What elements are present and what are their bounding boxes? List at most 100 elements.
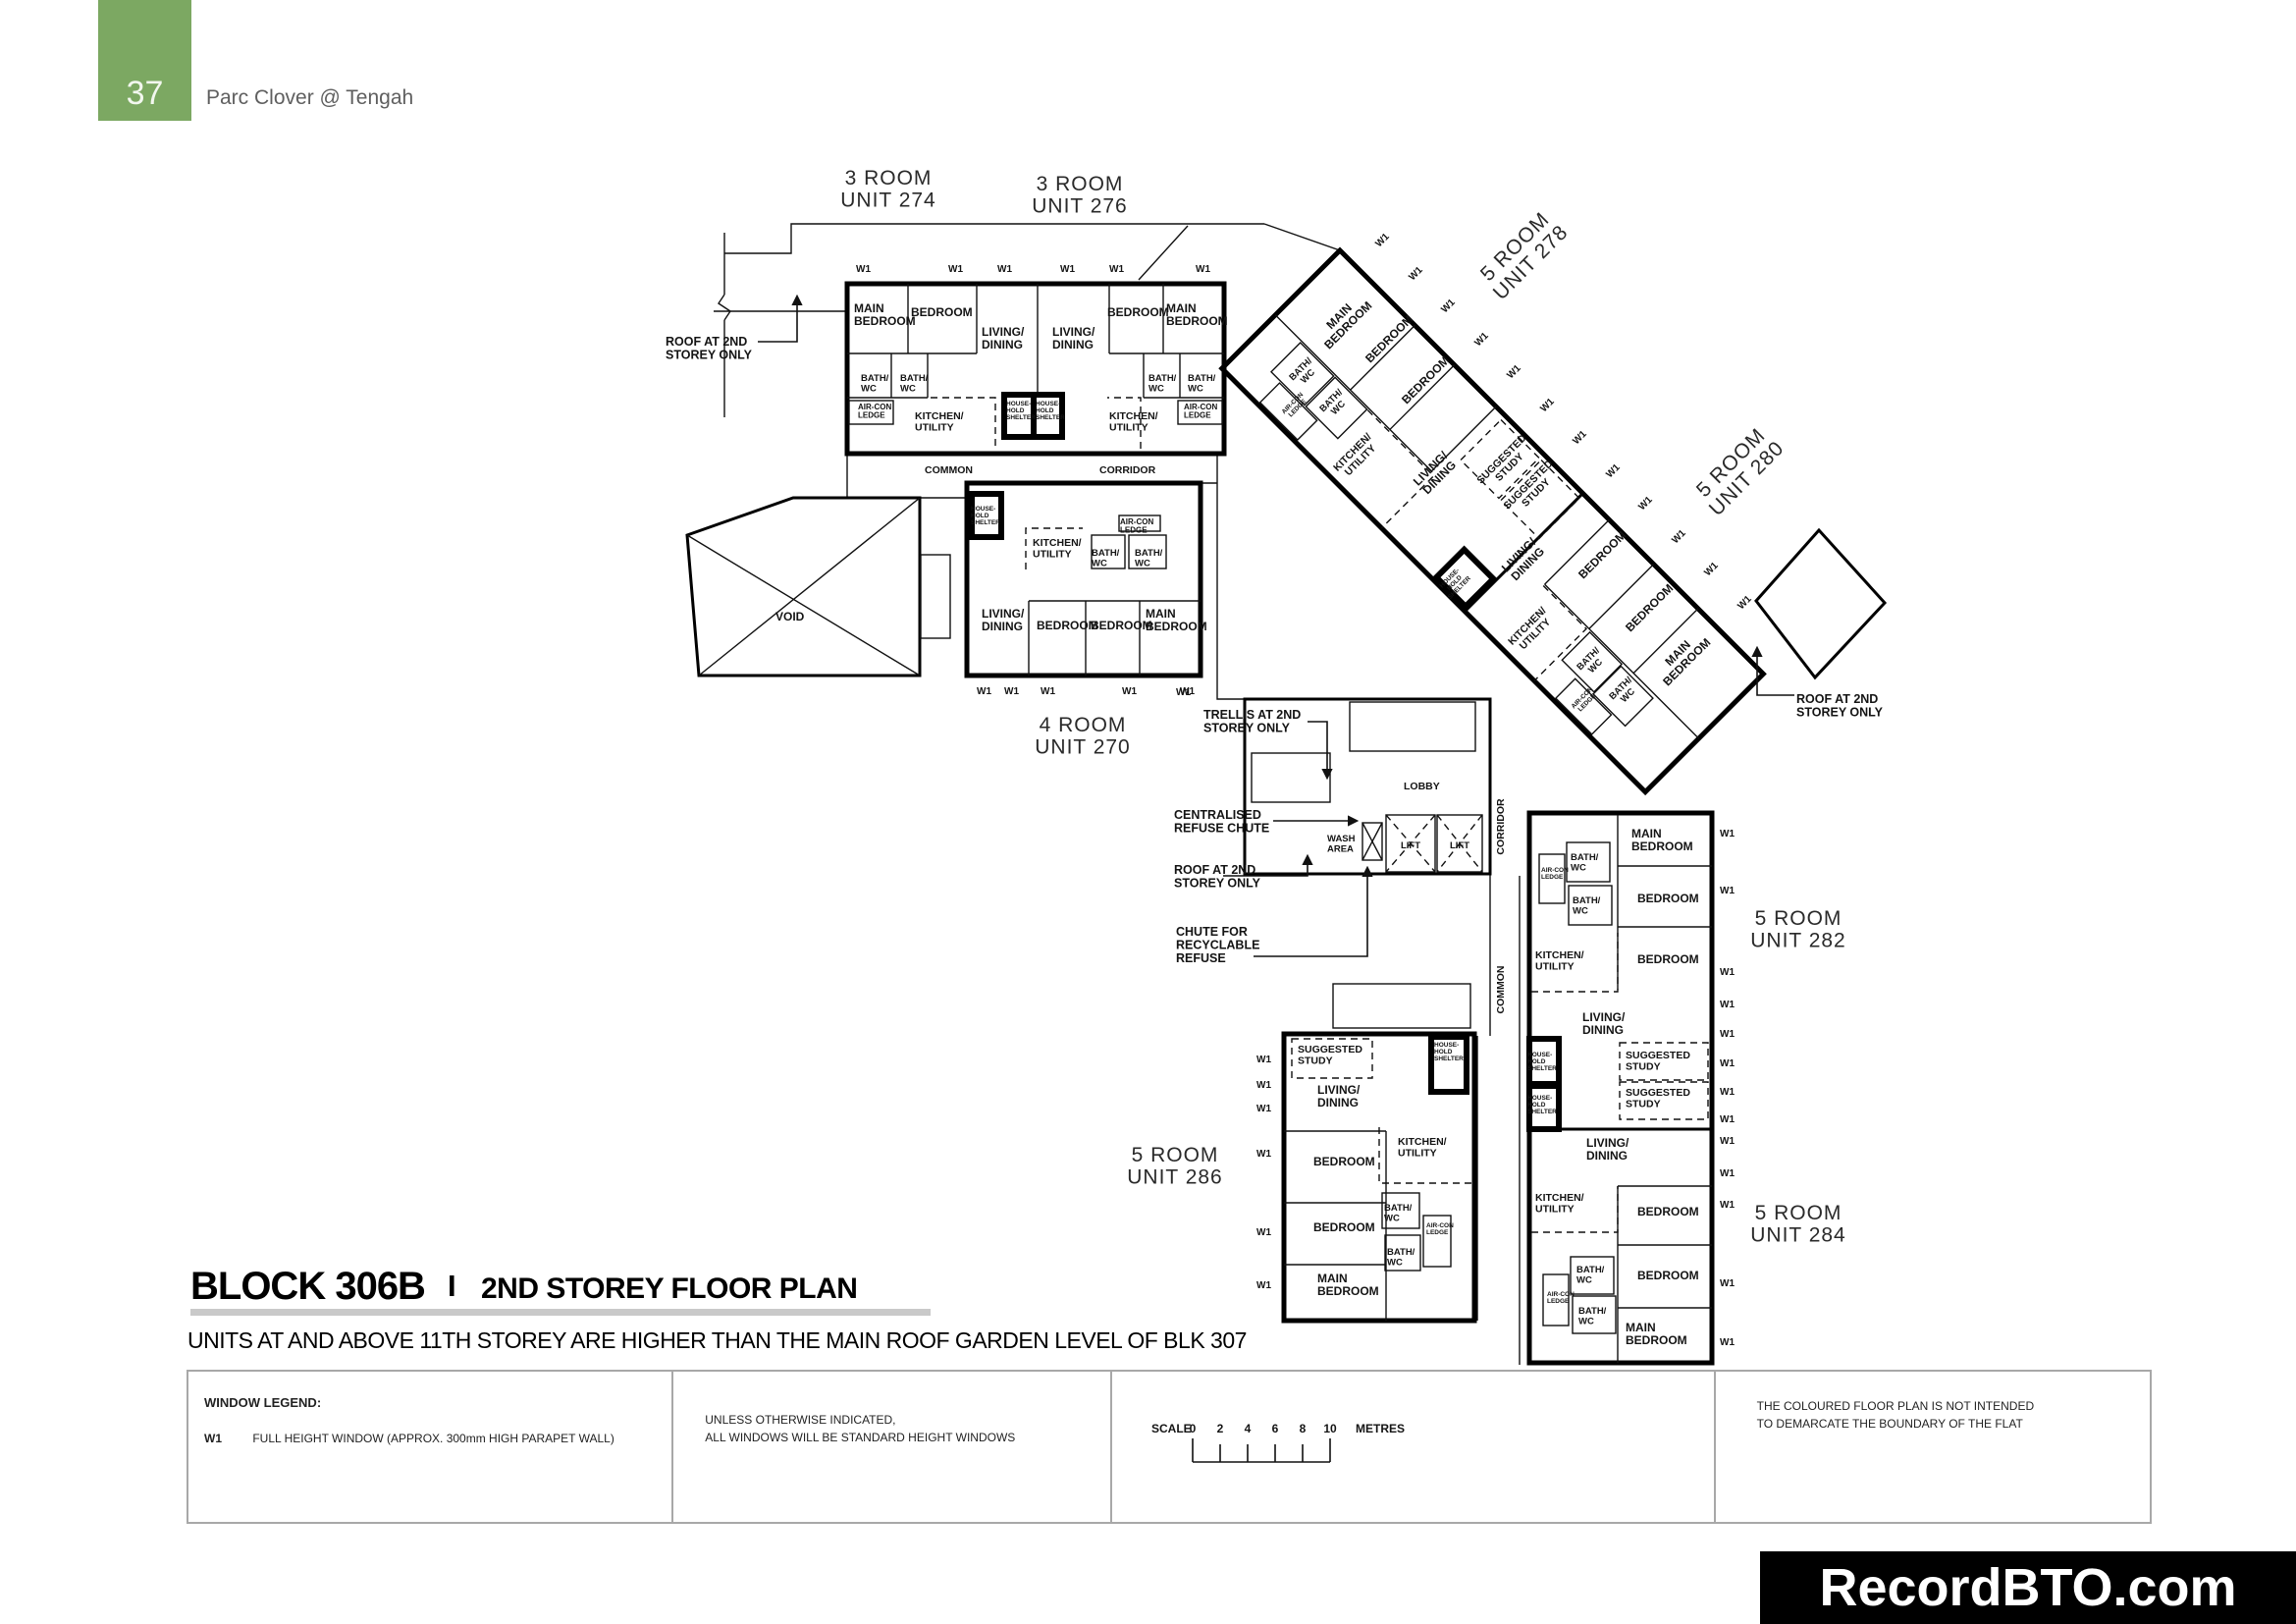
w1-window-label: W1 bbox=[1256, 1055, 1271, 1065]
room-label: BATH/WC bbox=[1607, 675, 1641, 709]
watermark-banner: RecordBTO.com bbox=[1760, 1551, 2296, 1624]
room-label: KITCHEN/UTILITY bbox=[1535, 949, 1584, 972]
corridor-label: COMMON bbox=[925, 464, 973, 476]
scale-tick: 2 bbox=[1216, 1422, 1223, 1435]
watermark-text: RecordBTO.com bbox=[1819, 1558, 2237, 1617]
corridor-label: CORRIDOR bbox=[1495, 798, 1507, 855]
stairs-south bbox=[1332, 983, 1471, 1029]
title-separator: I bbox=[448, 1269, 456, 1303]
w1-window-label: W1 bbox=[1720, 967, 1735, 978]
lift-label: LIFT bbox=[1401, 840, 1420, 851]
window-legend-cell: WINDOW LEGEND: W1 FULL HEIGHT WINDOW (AP… bbox=[188, 1372, 671, 1522]
room-label: KITCHEN/UTILITY bbox=[1109, 410, 1158, 433]
boundary-note-cell: THE COLOURED FLOOR PLAN IS NOT INTENDED … bbox=[1713, 1372, 2150, 1522]
room-label: BATH/WC bbox=[1384, 1203, 1413, 1223]
unit-274-276-block bbox=[844, 281, 1227, 457]
unit-278-280-walls bbox=[1258, 314, 1700, 739]
w1-window-label: W1 bbox=[1720, 886, 1735, 896]
room-label: LIVING/DINING bbox=[982, 607, 1025, 633]
room-label: BEDROOM bbox=[1637, 952, 1699, 966]
corridor-label: COMMON bbox=[1495, 966, 1507, 1014]
room-label: LIVING/DINING bbox=[982, 325, 1025, 352]
scale-label: SCALE bbox=[1151, 1422, 1192, 1435]
stairs-north bbox=[1349, 701, 1476, 752]
unit-270-block bbox=[964, 480, 1203, 678]
room-label: BATH/WC bbox=[1317, 387, 1352, 421]
storey-plan-title: 2ND STOREY FLOOR PLAN bbox=[481, 1272, 858, 1305]
stairs-mid bbox=[1251, 752, 1331, 803]
w1-window-label: W1 bbox=[1636, 494, 1655, 513]
scale-tick: 4 bbox=[1244, 1422, 1251, 1435]
w1-window-label: W1 bbox=[1176, 687, 1191, 698]
w1-window-label: W1 bbox=[1720, 1168, 1735, 1179]
w1-window-label: W1 bbox=[1180, 686, 1195, 697]
room-label: BEDROOM bbox=[1575, 528, 1629, 581]
room-label: LIVING/DINING bbox=[1052, 325, 1095, 352]
page-number-tab: 37 bbox=[98, 0, 191, 121]
w1-window-label: W1 bbox=[1571, 428, 1589, 447]
w1-window-label: W1 bbox=[1505, 362, 1523, 381]
w1-window-label: W1 bbox=[1720, 1000, 1735, 1010]
w1-window-label: W1 bbox=[1720, 1029, 1735, 1040]
room-label: MAINBEDROOM bbox=[1312, 290, 1374, 352]
room-label: BEDROOM bbox=[1623, 581, 1676, 634]
room-label: LIVING/DINING bbox=[1582, 1010, 1626, 1037]
roof-outline-east bbox=[1754, 527, 1888, 680]
room-label: LIVING/DINING bbox=[1411, 448, 1460, 497]
w1-window-label: W1 bbox=[1256, 1080, 1271, 1091]
annotation-leaders bbox=[758, 294, 1794, 957]
room-label: BATH/WC bbox=[1287, 355, 1321, 390]
scale-tick: 8 bbox=[1299, 1422, 1306, 1435]
w1-window-label: W1 bbox=[1439, 297, 1458, 315]
refuse-chute-shaft bbox=[1362, 822, 1383, 861]
room-label: BATH/WC bbox=[1573, 895, 1601, 916]
unit-282-284-block bbox=[1526, 810, 1715, 1366]
w1-window-label: W1 bbox=[1702, 560, 1721, 578]
unit-286-block bbox=[1281, 1031, 1477, 1324]
boundary-note: THE COLOURED FLOOR PLAN IS NOT INTENDED … bbox=[1756, 1399, 2035, 1431]
lobby-label: LOBBY bbox=[1404, 781, 1440, 792]
w1-window-label: W1 bbox=[1604, 461, 1623, 480]
household-shelter-280 bbox=[1432, 545, 1498, 611]
room-label: BEDROOM bbox=[1637, 1269, 1699, 1282]
w1-window-label: W1 bbox=[1720, 1200, 1735, 1211]
corridor-label: CORRIDOR bbox=[1099, 464, 1156, 476]
title-underline bbox=[190, 1309, 931, 1316]
w1-window-label: W1 bbox=[1122, 686, 1137, 697]
room-label: KITCHEN/UTILITY bbox=[1331, 431, 1382, 482]
room-label: BATH/WC bbox=[1387, 1247, 1415, 1268]
w1-window-label: W1 bbox=[1060, 264, 1075, 275]
unit-282-284-walls bbox=[1526, 815, 1712, 1363]
w1-window-label: W1 bbox=[1720, 1114, 1735, 1125]
boundary-lines bbox=[714, 223, 1521, 1365]
household-shelter-270 bbox=[969, 491, 1004, 540]
w1-window-label: W1 bbox=[1720, 1136, 1735, 1147]
w1-window-label: W1 bbox=[1735, 593, 1754, 612]
w1-window-label: W1 bbox=[1472, 330, 1491, 349]
scale-cell: SCALE 0 2 4 6 8 10 METRES bbox=[1109, 1372, 1714, 1522]
window-desc: FULL HEIGHT WINDOW (APPROX. 300mm HIGH P… bbox=[252, 1432, 614, 1445]
scale-bar-line bbox=[1191, 1438, 1331, 1463]
scale-bar: SCALE 0 2 4 6 8 10 METRES bbox=[1151, 1422, 1405, 1463]
room-label: BEDROOM bbox=[1091, 619, 1152, 632]
w1-window-label: W1 bbox=[1256, 1227, 1271, 1238]
